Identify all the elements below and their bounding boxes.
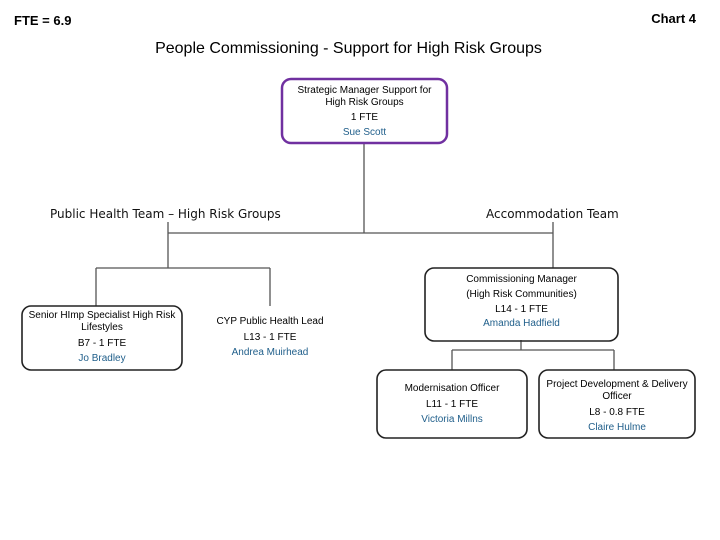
fte-value: L11 - 1 FTE: [425, 399, 479, 410]
role-title: Senior HImp Specialist High Risk Lifesty…: [28, 310, 176, 333]
chart-number: Chart 4: [651, 11, 696, 26]
role-subtitle: (High Risk Communities): [466, 289, 577, 300]
role-title: Commissioning Manager: [466, 274, 577, 285]
role-title: CYP Public Health Lead: [216, 316, 324, 327]
fte-value: L8 - 0.8 FTE: [589, 407, 645, 418]
fte-value: L13 - 1 FTE: [243, 332, 297, 343]
fte-value: B7 - 1 FTE: [77, 338, 127, 349]
senior-specialist-box: Senior HImp Specialist High Risk Lifesty…: [24, 310, 180, 365]
strategic-manager-box: Strategic Manager Support for High Risk …: [284, 85, 445, 139]
fte-total: FTE = 6.9: [14, 13, 72, 28]
role-title: Modernisation Officer: [404, 383, 500, 394]
person-name: Amanda Hadfield: [483, 318, 560, 329]
project-development-officer-box: Project Development & Delivery Officer L…: [541, 379, 693, 434]
cyp-lead-box: CYP Public Health Lead L13 - 1 FTE Andre…: [200, 316, 340, 359]
modernisation-officer-box: Modernisation Officer L11 - 1 FTE Victor…: [379, 383, 525, 426]
person-name: Claire Hulme: [588, 422, 646, 433]
person-name: Sue Scott: [342, 127, 387, 138]
role-title: Strategic Manager Support for High Risk …: [297, 85, 432, 108]
person-name: Victoria Millns: [421, 414, 483, 425]
commissioning-manager-box: Commissioning Manager (High Risk Communi…: [427, 274, 616, 330]
person-name: Andrea Muirhead: [231, 347, 309, 358]
fte-value: L14 - 1 FTE: [495, 304, 548, 315]
page-title: People Commissioning - Support for High …: [155, 40, 542, 57]
person-name: Jo Bradley: [78, 353, 126, 364]
role-title: Project Development & Delivery Officer: [546, 379, 688, 402]
accommodation-team-label: Accommodation Team: [486, 207, 619, 221]
public-health-team-label: Public Health Team – High Risk Groups: [50, 207, 281, 221]
fte-value: 1 FTE: [350, 112, 379, 123]
